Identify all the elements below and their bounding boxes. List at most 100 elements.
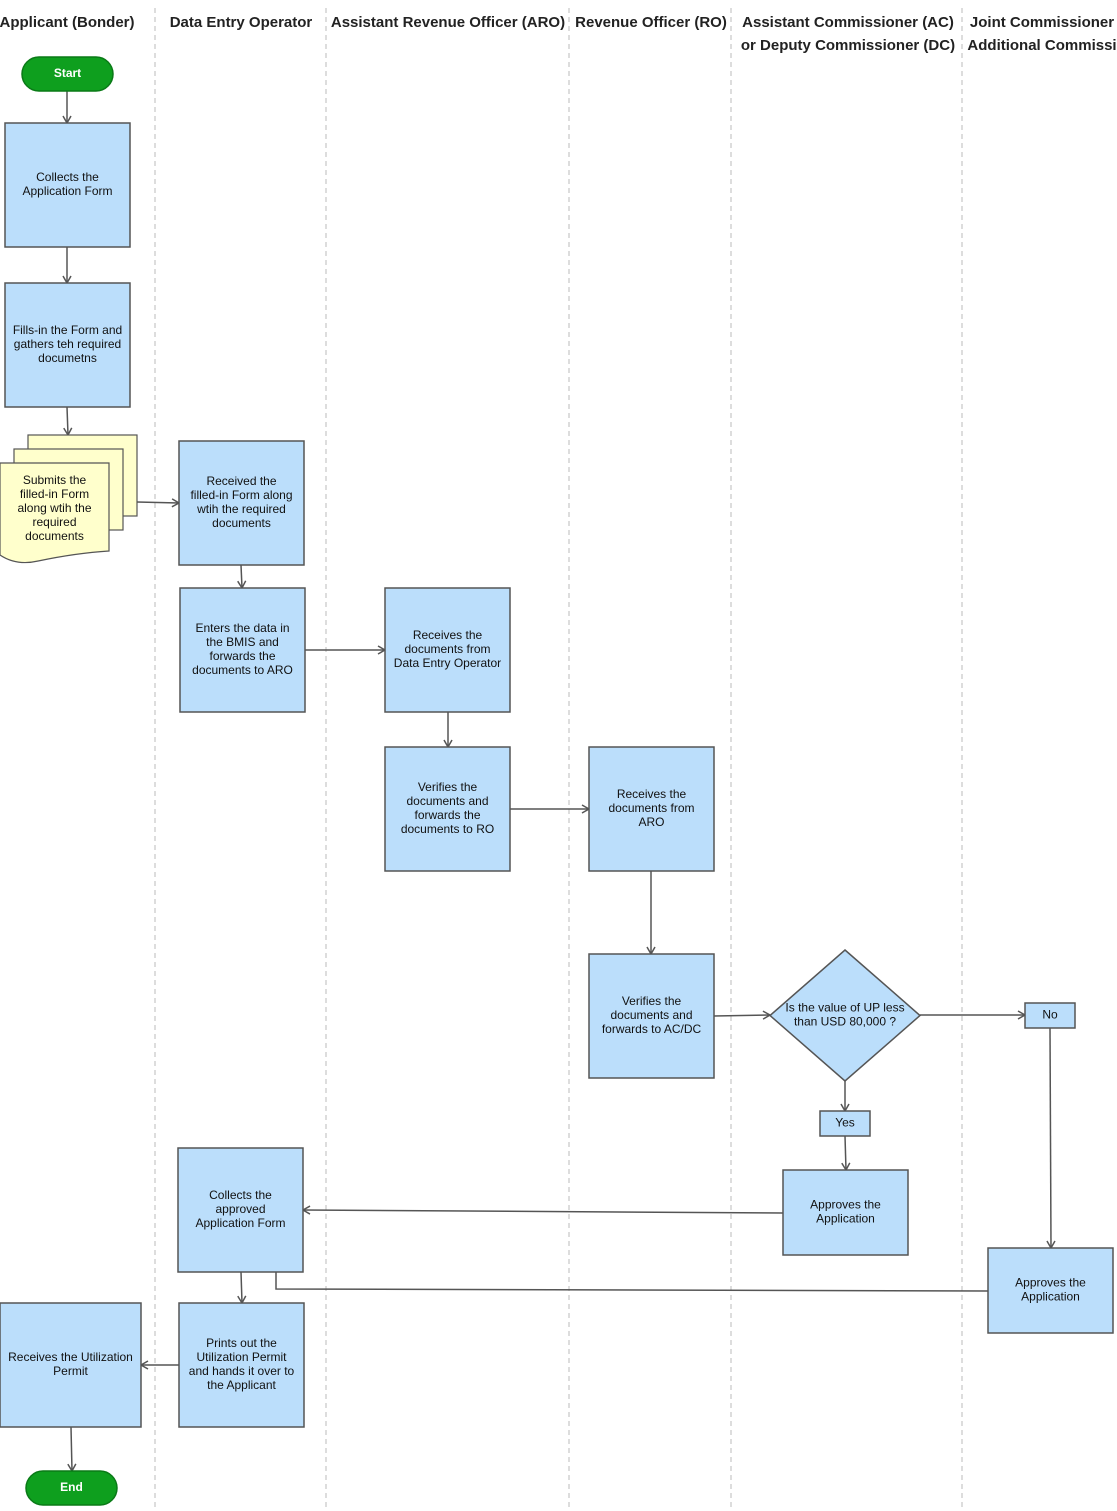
- node-text-line: documents and: [406, 794, 488, 808]
- process-box: [177, 1147, 304, 1273]
- node-text-line: Receives the: [617, 787, 687, 801]
- node-text-line: Application Form: [22, 184, 112, 198]
- node-text-line: along wtih the: [17, 501, 91, 515]
- process-box: [588, 746, 715, 872]
- node-text-line: Received the: [206, 474, 276, 488]
- node-text-line: Verifies the: [418, 780, 478, 794]
- terminator-shape: [21, 56, 114, 92]
- node-text-line: Collects the: [209, 1188, 272, 1202]
- node-text-line: Yes: [835, 1116, 855, 1130]
- node-text-line: documetns: [38, 351, 97, 365]
- node-text-line: Approves the: [810, 1198, 881, 1212]
- node-start: Start: [21, 56, 114, 92]
- lane-title-acdc: or Deputy Commissioner (DC): [741, 37, 955, 54]
- node-text-line: Submits the: [23, 473, 87, 487]
- edge-receive_form-to-enter_data: [237, 564, 247, 590]
- edge-ro_verify-to-decision: [713, 1010, 772, 1020]
- node-text-line: documents to ARO: [192, 663, 293, 677]
- edge-jc_approve-to-collect_approved: [275, 1272, 989, 1292]
- node-text-line: filled-in Form along: [190, 488, 292, 502]
- node-text-line: Enters the data in: [195, 621, 289, 635]
- lane-title-applicant: Applicant (Bonder): [0, 14, 135, 31]
- node-end: End: [25, 1470, 118, 1506]
- node-text-line: than USD 80,000 ?: [794, 1015, 896, 1029]
- node-text-line: required: [32, 515, 76, 529]
- node-text-line: gathers teh required: [14, 337, 121, 351]
- process-box: [384, 746, 511, 872]
- node-text-line: approved: [215, 1202, 265, 1216]
- node-text-line: the Applicant: [207, 1378, 276, 1392]
- node-text-line: documents from: [608, 801, 694, 815]
- node-text-line: Collects the: [36, 170, 99, 184]
- node-text-line: Approves the: [1015, 1276, 1086, 1290]
- process-box: [178, 1302, 305, 1428]
- process-box: [384, 587, 511, 713]
- lane-title-aro: Assistant Revenue Officer (ARO): [331, 14, 565, 31]
- process-box: [0, 1302, 142, 1428]
- process-box: [4, 122, 131, 248]
- process-box: [987, 1247, 1114, 1334]
- node-text-line: documents: [25, 529, 84, 543]
- node-text-line: forwards to AC/DC: [602, 1022, 702, 1036]
- process-box: [588, 953, 715, 1079]
- node-text-line: Verifies the: [622, 994, 682, 1008]
- node-text-line: Receives the: [413, 628, 483, 642]
- node-text-line: documents and: [610, 1008, 692, 1022]
- node-text-line: Application Form: [195, 1216, 285, 1230]
- branch-label-box: [819, 1110, 871, 1137]
- node-yes_label: Yes: [819, 1110, 871, 1137]
- node-text-line: documents: [212, 516, 271, 530]
- node-text-line: the BMIS and: [206, 635, 279, 649]
- edge-no_label-to-jc_approve: [1046, 1027, 1056, 1250]
- lane-title-ro: Revenue Officer (RO): [575, 14, 727, 31]
- edge-fill_form-to-submit_form: [63, 406, 73, 437]
- node-text-line: forwards the: [209, 649, 275, 663]
- node-text-line: Data Entry Operator: [394, 656, 501, 670]
- lane-title-deo: Data Entry Operator: [170, 14, 313, 31]
- node-text-line: ARO: [638, 815, 664, 829]
- node-text-line: Receives the Utilization: [8, 1350, 133, 1364]
- node-text-line: wtih the required: [196, 502, 286, 516]
- process-box: [178, 440, 305, 566]
- node-text-line: documents from: [404, 642, 490, 656]
- process-box: [4, 282, 131, 408]
- edge-yes_label-to-acdc_approve: [841, 1135, 851, 1172]
- node-text-line: No: [1042, 1008, 1058, 1022]
- edge-receive_permit-to-end: [67, 1426, 77, 1473]
- node-text-line: Fills-in the Form and: [13, 323, 122, 337]
- node-no_label: No: [1024, 1002, 1076, 1029]
- branch-label-box: [1024, 1002, 1076, 1029]
- edge-acdc_approve-to-collect_approved: [301, 1205, 784, 1215]
- process-box: [179, 587, 306, 713]
- document-front-sheet: [0, 462, 110, 564]
- lane-title-acdc: Assistant Commissioner (AC): [742, 14, 954, 31]
- decision-diamond: [768, 949, 922, 1082]
- node-text-line: Application: [816, 1212, 875, 1226]
- lane-title-jc: Additional Commissi: [967, 37, 1116, 54]
- node-text-line: Utilization Permit: [196, 1350, 287, 1364]
- edge-collect_approved-to-print_permit: [237, 1271, 247, 1305]
- node-text-line: Prints out the: [206, 1336, 277, 1350]
- node-text-line: filled-in Form: [20, 487, 89, 501]
- node-text-line: Permit: [53, 1364, 88, 1378]
- edge-submit_form-to-receive_form: [136, 498, 181, 508]
- process-box: [782, 1169, 909, 1256]
- lane-title-jc: Joint Commissioner: [970, 14, 1114, 31]
- node-text-line: Start: [54, 66, 81, 80]
